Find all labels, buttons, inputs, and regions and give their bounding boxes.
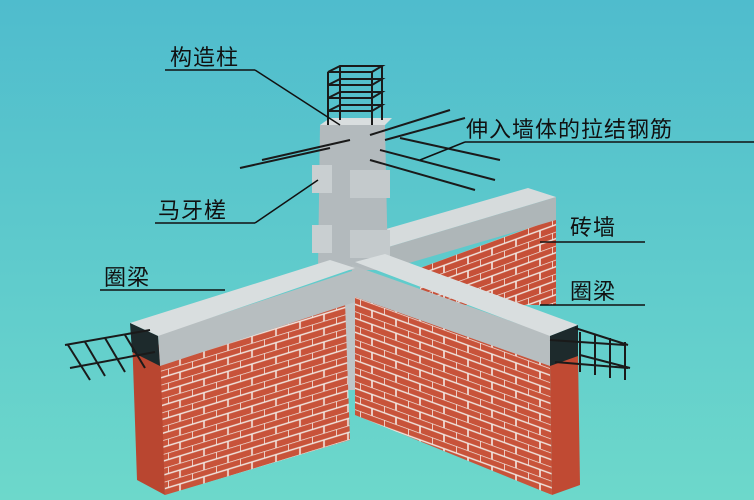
left-wall	[130, 260, 355, 495]
label-toothed-joint: 马牙槎	[158, 199, 228, 224]
left-beam-rebar	[64, 329, 156, 381]
right-wall	[352, 254, 580, 495]
tie-bars	[239, 109, 501, 191]
label-constructional-column: 构造柱	[170, 46, 240, 71]
label-brick-wall: 砖墙	[570, 216, 617, 241]
label-ring-beam-right: 圈梁	[570, 280, 617, 305]
label-tie-bars: 伸入墙体的拉结钢筋	[466, 118, 674, 143]
right-beam-rebar	[549, 327, 631, 380]
label-ring-beam-left: 圈梁	[104, 266, 151, 291]
leader-lines	[100, 69, 754, 306]
column-rebar-cage	[327, 65, 386, 125]
